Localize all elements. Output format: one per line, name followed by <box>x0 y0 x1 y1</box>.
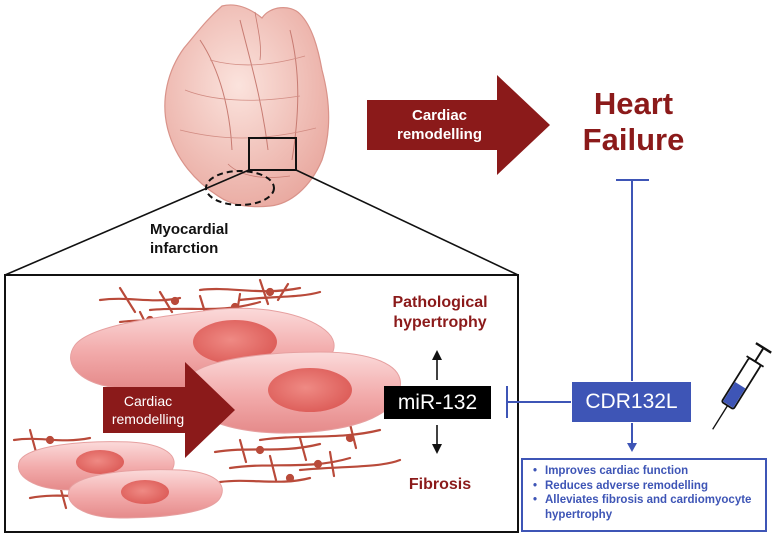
top-arrow-label: Cardiac remodelling <box>396 107 482 143</box>
fibroblast-cluster-top <box>98 278 322 334</box>
therapy-benefits-box: Improves cardiac function Reduces advers… <box>521 458 767 532</box>
zoom-region-box <box>248 137 297 171</box>
zoom-line-right <box>295 169 519 276</box>
syringe-icon <box>712 342 772 430</box>
fibroblast-cluster-bottom <box>213 422 402 484</box>
mirna-badge: miR-132 <box>384 386 491 419</box>
cdr132l-badge: CDR132L <box>572 382 691 422</box>
normal-cardiomyocytes <box>17 441 223 519</box>
inhibit-heart-failure-connector <box>616 179 649 381</box>
fibrosis-label: Fibrosis <box>408 476 472 493</box>
benefit-item: Improves cardiac function <box>533 464 759 479</box>
benefit-item: Alleviates fibrosis and cardiomyocyte hy… <box>533 493 759 522</box>
heart-illustration <box>164 4 330 208</box>
heart-failure-label: Heart Failure <box>582 86 685 157</box>
inset-arrow-label: Cardiac remodelling <box>111 393 185 427</box>
benefits-list: Improves cardiac function Reduces advers… <box>533 464 759 522</box>
up-arrow <box>432 350 442 380</box>
down-arrow <box>432 425 442 454</box>
benefit-arrow <box>627 423 637 452</box>
hypertrophic-cardiomyocytes <box>70 307 401 434</box>
cardiac-remodelling-arrow <box>367 75 550 175</box>
zoom-line-left <box>4 169 250 276</box>
inset-remodelling-arrow <box>103 362 235 458</box>
benefit-item: Reduces adverse remodelling <box>533 479 759 494</box>
inhibit-mirna-connector <box>506 386 571 418</box>
pathological-hypertrophy-label: Pathological hypertrophy <box>392 294 488 331</box>
myocardial-infarction-label: Myocardial infarction <box>150 221 229 257</box>
